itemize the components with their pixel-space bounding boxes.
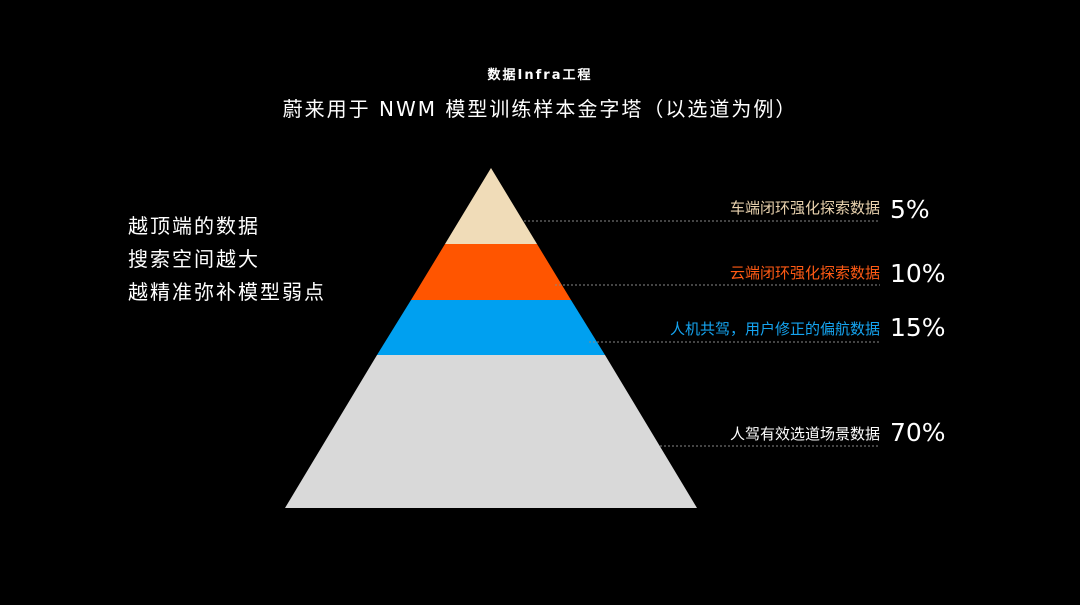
side-note: 越顶端的数据 搜索空间越大 越精准弥补模型弱点 [128,210,326,309]
layer-percent-4: 70% [890,418,946,447]
side-note-line: 越顶端的数据 [128,214,260,238]
section-tag: 数据Infra工程 [487,68,593,83]
layer-percent-1: 5% [890,195,930,224]
layer-label-1: 车端闭环强化探索数据 [729,199,880,217]
pyramid-layer-2 [411,244,571,300]
layer-label-4: 人驾有效选道场景数据 [729,425,880,443]
side-note-line: 越精准弥补模型弱点 [128,280,326,304]
layer-percent-3: 15% [890,313,946,342]
layer-percent-2: 10% [890,259,946,288]
pyramid-layer-4 [285,355,697,508]
pyramid-layer-1 [445,168,537,244]
layer-label-2: 云端闭环强化探索数据 [729,264,880,282]
layer-label-3: 人机共驾，用户修正的偏航数据 [669,320,880,338]
page-title: 蔚来用于 NWM 模型训练样本金字塔（以选道为例） [282,97,798,121]
side-note-line: 搜索空间越大 [128,247,260,271]
pyramid-layer-3 [377,300,605,355]
